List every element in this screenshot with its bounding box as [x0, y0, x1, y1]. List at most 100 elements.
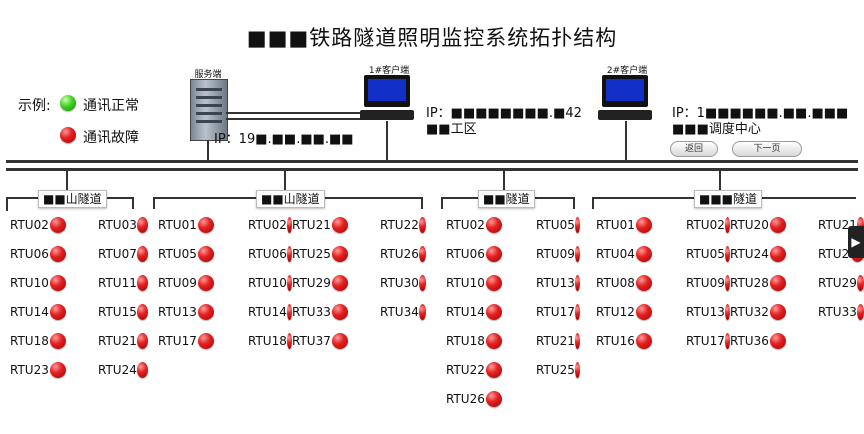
status-fault-icon[interactable] — [50, 245, 66, 262]
rtu-item[interactable]: RTU10 — [10, 268, 98, 297]
rtu-item[interactable]: RTU13 — [536, 268, 580, 297]
status-fault-icon[interactable] — [418, 245, 426, 262]
status-fault-icon[interactable] — [856, 303, 864, 320]
rtu-item[interactable]: RTU05 — [536, 210, 580, 239]
status-fault-icon[interactable] — [286, 303, 292, 320]
next-page-button[interactable]: 下一页 — [732, 141, 802, 157]
rtu-item[interactable]: RTU13 — [158, 297, 248, 326]
status-fault-icon[interactable] — [574, 303, 580, 320]
next-arrow-icon[interactable]: ▶ — [848, 226, 864, 258]
rtu-item[interactable]: RTU06 — [10, 239, 98, 268]
rtu-item[interactable]: RTU10 — [248, 268, 292, 297]
rtu-item[interactable]: RTU28 — [730, 268, 818, 297]
status-fault-icon[interactable] — [286, 332, 292, 349]
rtu-item[interactable]: RTU07 — [98, 239, 148, 268]
rtu-item[interactable]: RTU14 — [446, 297, 536, 326]
rtu-item[interactable]: RTU33 — [292, 297, 380, 326]
rtu-item[interactable]: RTU36 — [730, 326, 818, 355]
status-fault-icon[interactable] — [486, 361, 502, 378]
rtu-item[interactable]: RTU18 — [446, 326, 536, 355]
status-fault-icon[interactable] — [136, 361, 148, 378]
status-fault-icon[interactable] — [198, 303, 214, 320]
rtu-item[interactable]: RTU30 — [380, 268, 426, 297]
rtu-item[interactable]: RTU26 — [380, 239, 426, 268]
rtu-item[interactable]: RTU04 — [596, 239, 686, 268]
rtu-item[interactable]: RTU05 — [158, 239, 248, 268]
status-fault-icon[interactable] — [50, 216, 66, 233]
status-fault-icon[interactable] — [50, 303, 66, 320]
status-fault-icon[interactable] — [50, 332, 66, 349]
status-fault-icon[interactable] — [486, 216, 502, 233]
rtu-item[interactable]: RTU26 — [446, 384, 536, 413]
status-fault-icon[interactable] — [198, 332, 214, 349]
rtu-item[interactable]: RTU15 — [98, 297, 148, 326]
rtu-item[interactable]: RTU24 — [98, 355, 148, 384]
status-fault-icon[interactable] — [574, 332, 580, 349]
status-fault-icon[interactable] — [332, 303, 348, 320]
status-fault-icon[interactable] — [332, 274, 348, 291]
client1-computer-icon[interactable] — [364, 75, 410, 107]
status-fault-icon[interactable] — [636, 303, 652, 320]
status-fault-icon[interactable] — [486, 274, 502, 291]
status-fault-icon[interactable] — [856, 274, 864, 291]
rtu-item[interactable]: RTU21 — [536, 326, 580, 355]
status-fault-icon[interactable] — [724, 303, 730, 320]
rtu-item[interactable]: RTU03 — [98, 210, 148, 239]
status-fault-icon[interactable] — [136, 332, 148, 349]
rtu-item[interactable]: RTU12 — [596, 297, 686, 326]
rtu-item[interactable]: RTU09 — [536, 239, 580, 268]
status-fault-icon[interactable] — [574, 216, 580, 233]
rtu-item[interactable]: RTU22 — [446, 355, 536, 384]
status-fault-icon[interactable] — [574, 274, 580, 291]
rtu-item[interactable]: RTU06 — [446, 239, 536, 268]
status-fault-icon[interactable] — [286, 216, 292, 233]
rtu-item[interactable]: RTU22 — [380, 210, 426, 239]
status-fault-icon[interactable] — [636, 274, 652, 291]
status-fault-icon[interactable] — [136, 274, 148, 291]
rtu-item[interactable]: RTU25 — [292, 239, 380, 268]
status-fault-icon[interactable] — [286, 274, 292, 291]
status-fault-icon[interactable] — [286, 245, 292, 262]
status-fault-icon[interactable] — [418, 216, 426, 233]
rtu-item[interactable]: RTU10 — [446, 268, 536, 297]
status-fault-icon[interactable] — [636, 332, 652, 349]
rtu-item[interactable]: RTU18 — [10, 326, 98, 355]
rtu-item[interactable]: RTU14 — [248, 297, 292, 326]
rtu-item[interactable]: RTU29 — [292, 268, 380, 297]
status-fault-icon[interactable] — [198, 274, 214, 291]
server-icon[interactable] — [190, 79, 228, 141]
rtu-item[interactable]: RTU08 — [596, 268, 686, 297]
status-fault-icon[interactable] — [574, 361, 580, 378]
rtu-item[interactable]: RTU16 — [596, 326, 686, 355]
status-fault-icon[interactable] — [770, 274, 786, 291]
rtu-item[interactable]: RTU21 — [292, 210, 380, 239]
status-fault-icon[interactable] — [724, 332, 730, 349]
status-fault-icon[interactable] — [724, 216, 730, 233]
rtu-item[interactable]: RTU34 — [380, 297, 426, 326]
status-fault-icon[interactable] — [50, 361, 66, 378]
rtu-item[interactable]: RTU25 — [536, 355, 580, 384]
rtu-item[interactable]: RTU02 — [686, 210, 730, 239]
status-fault-icon[interactable] — [724, 245, 730, 262]
rtu-item[interactable]: RTU33 — [818, 297, 864, 326]
status-fault-icon[interactable] — [636, 216, 652, 233]
status-fault-icon[interactable] — [486, 332, 502, 349]
rtu-item[interactable]: RTU09 — [158, 268, 248, 297]
back-button[interactable]: 返回 — [670, 141, 718, 157]
status-fault-icon[interactable] — [418, 274, 426, 291]
status-fault-icon[interactable] — [856, 216, 864, 233]
rtu-item[interactable]: RTU02 — [446, 210, 536, 239]
status-fault-icon[interactable] — [770, 303, 786, 320]
rtu-item[interactable]: RTU02 — [248, 210, 292, 239]
status-fault-icon[interactable] — [50, 274, 66, 291]
rtu-item[interactable]: RTU02 — [10, 210, 98, 239]
status-fault-icon[interactable] — [198, 245, 214, 262]
status-fault-icon[interactable] — [136, 216, 148, 233]
status-fault-icon[interactable] — [574, 245, 580, 262]
rtu-item[interactable]: RTU24 — [730, 239, 818, 268]
status-fault-icon[interactable] — [136, 245, 148, 262]
status-fault-icon[interactable] — [332, 216, 348, 233]
rtu-item[interactable]: RTU29 — [818, 268, 864, 297]
rtu-item[interactable]: RTU05 — [686, 239, 730, 268]
status-fault-icon[interactable] — [770, 245, 786, 262]
